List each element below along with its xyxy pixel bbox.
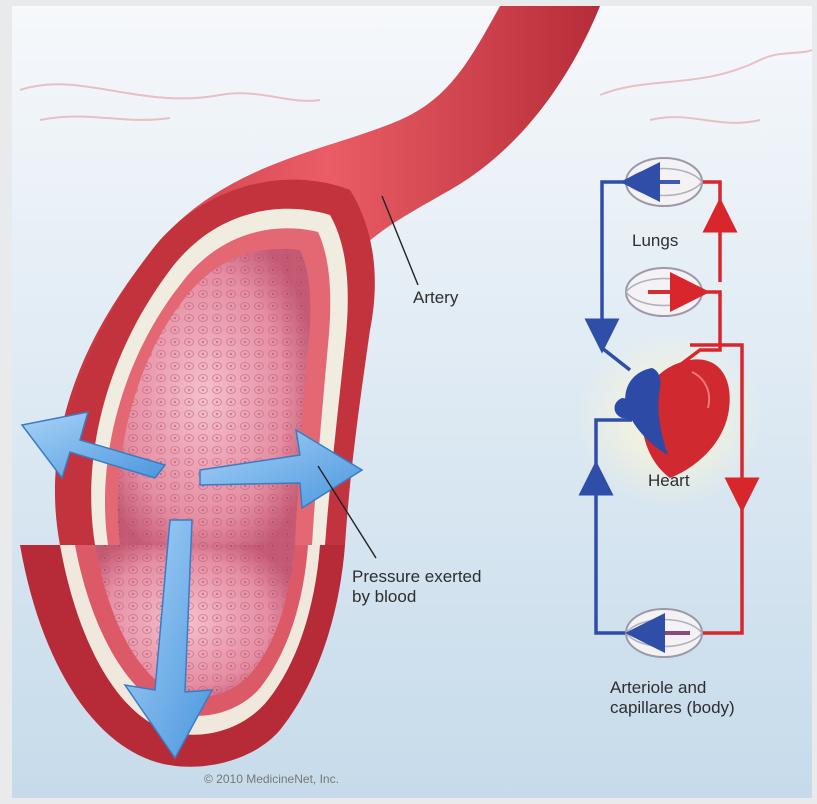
artery-label: Artery (413, 288, 458, 308)
arteriole-label-line2: capillares (body) (610, 698, 735, 718)
pressure-label-line2: by blood (352, 587, 416, 607)
pressure-label-line1: Pressure exerted (352, 567, 481, 587)
lungs-label: Lungs (632, 231, 678, 251)
arteriole-label-line1: Arteriole and (610, 678, 706, 698)
capillary-bed-icon (626, 158, 702, 206)
heart-label: Heart (648, 471, 690, 491)
capillary-bed-icon (626, 268, 702, 316)
copyright-notice: © 2010 MedicineNet, Inc. (204, 772, 339, 786)
capillary-bed-icon (626, 609, 702, 657)
